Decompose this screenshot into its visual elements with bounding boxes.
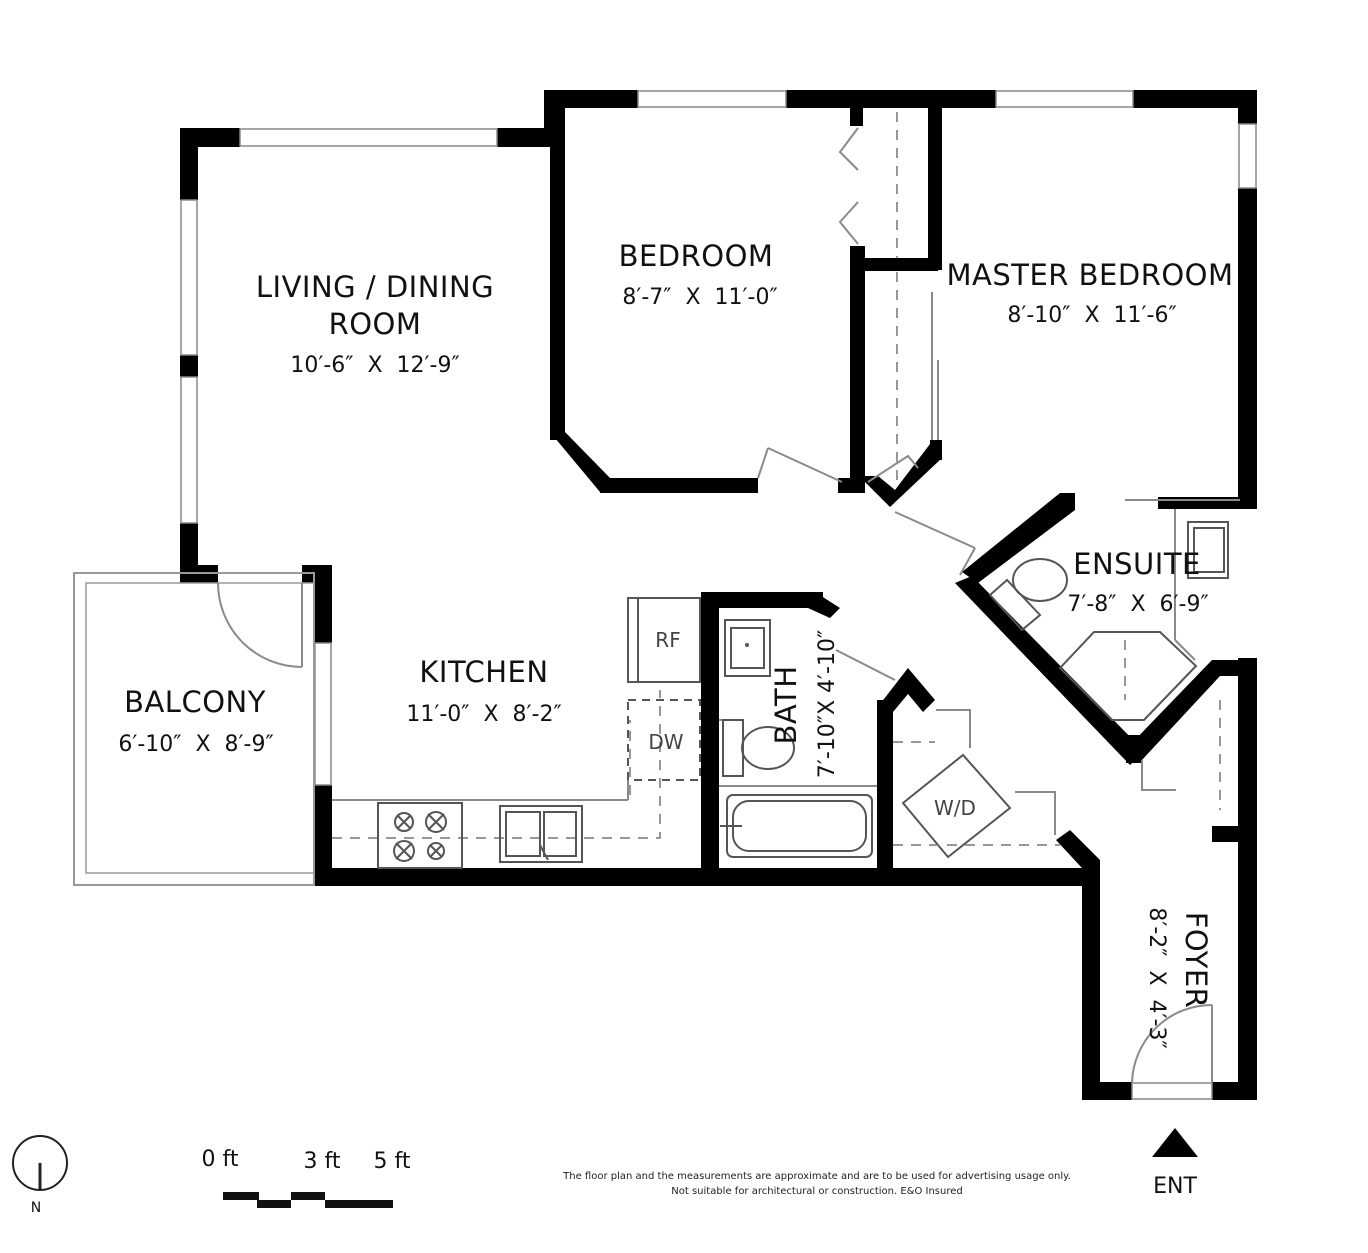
kitchen-dims: 11′-0″ X 8′-2″ (406, 702, 561, 727)
kitchen-fixtures (332, 597, 701, 869)
laundry-fixtures (893, 709, 1060, 859)
ensuite-name: ENSUITE (1073, 547, 1201, 581)
walls (180, 90, 1257, 1100)
bath-dims: 7′-10″X 4′-10″ (815, 630, 840, 778)
closet-details (867, 112, 939, 483)
master-bedroom-name: MASTER BEDROOM (946, 258, 1233, 292)
disclaimer-line-1: The floor plan and the measurements are … (562, 1171, 1071, 1182)
balcony-outline (73, 572, 315, 886)
bedroom-dims: 8′-7″ X 11′-0″ (622, 285, 777, 310)
ensuite-dims: 7′-8″ X 6′-9″ (1067, 592, 1208, 617)
scale-label-0: 0 ft (202, 1147, 239, 1172)
living-room-dims: 10′-6″ X 12′-9″ (290, 353, 459, 378)
master-bedroom-dims: 8′-10″ X 11′-6″ (1007, 303, 1176, 328)
scale-bar: 0 ft 3 ft 5 ft (202, 1147, 411, 1208)
scale-label-3: 3 ft (304, 1149, 341, 1174)
scale-label-5: 5 ft (374, 1149, 411, 1174)
foyer-name: FOYER (1179, 912, 1213, 1009)
foyer-dims: 8′-2″ X 4′-3″ (1144, 907, 1169, 1048)
dishwasher-label: DW (648, 730, 683, 754)
entrance-label: ENT (1153, 1174, 1197, 1199)
bath-fixtures (719, 619, 877, 858)
north-compass-icon: N (12, 1135, 68, 1216)
entrance-arrow-icon (1152, 1128, 1198, 1157)
bedroom-name: BEDROOM (619, 239, 774, 273)
kitchen-name: KITCHEN (419, 655, 548, 689)
compass-label: N (31, 1200, 41, 1216)
room-labels: LIVING / DINING ROOM 10′-6″ X 12′-9″ BED… (118, 239, 1233, 1049)
doors (217, 127, 1240, 1083)
ensuite-fixtures (988, 509, 1229, 810)
washer-dryer-label: W/D (934, 796, 976, 820)
living-room-name-2: ROOM (329, 307, 422, 341)
entrance-marker: ENT (1152, 1128, 1198, 1199)
windows (180, 90, 1257, 1100)
fridge-label: RF (655, 628, 680, 652)
bath-name: BATH (769, 665, 803, 744)
disclaimer-line-2: Not suitable for architectural or constr… (671, 1186, 962, 1197)
balcony-dims: 6′-10″ X 8′-9″ (118, 732, 273, 757)
disclaimer: The floor plan and the measurements are … (562, 1171, 1071, 1197)
living-room-name: LIVING / DINING (256, 270, 494, 304)
balcony-name: BALCONY (124, 685, 266, 719)
